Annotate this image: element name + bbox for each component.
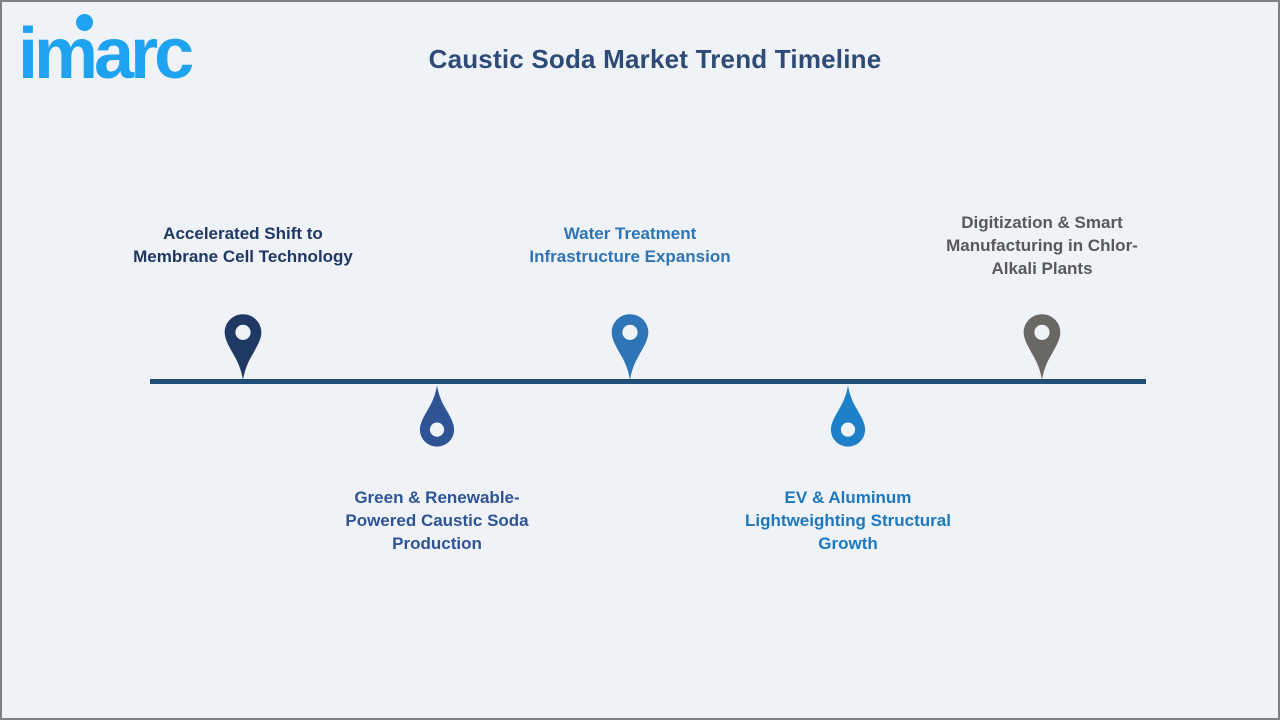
timeline-line <box>150 379 1146 384</box>
label-line: Production <box>392 534 482 553</box>
label-line: Accelerated Shift to <box>163 224 323 243</box>
milestone-label-digitization: Digitization & Smart Manufacturing in Ch… <box>922 211 1162 280</box>
map-pin-icon-digitization <box>1023 314 1061 380</box>
milestone-label-ev-aluminum: EV & Aluminum Lightweighting Structural … <box>718 486 978 555</box>
milestone-label-water-treatment: Water Treatment Infrastructure Expansion <box>490 222 770 268</box>
label-line: Alkali Plants <box>991 259 1093 278</box>
label-line: Digitization & Smart <box>961 213 1123 232</box>
logo-text: imarc <box>18 14 194 94</box>
label-line: Water Treatment <box>563 224 697 243</box>
logo-dot-icon <box>76 14 93 31</box>
label-line: Lightweighting Structural <box>745 511 951 530</box>
milestone-label-membrane-cell: Accelerated Shift to Membrane Cell Techn… <box>103 222 383 268</box>
label-line: Growth <box>818 534 878 553</box>
page-title: Caustic Soda Market Trend Timeline <box>428 44 882 74</box>
map-pin-inverted-icon-green-production <box>419 385 455 447</box>
map-pin-icon-membrane-cell <box>224 314 262 380</box>
map-pin-inverted-icon-ev-aluminum <box>830 385 866 447</box>
label-line: Powered Caustic Soda <box>345 511 529 530</box>
label-line: Green & Renewable- <box>354 488 520 507</box>
label-line: EV & Aluminum <box>784 488 912 507</box>
map-pin-icon-water-treatment <box>611 314 649 380</box>
label-line: Manufacturing in Chlor- <box>946 236 1138 255</box>
milestone-label-green-production: Green & Renewable- Powered Caustic Soda … <box>317 486 557 555</box>
label-line: Membrane Cell Technology <box>133 247 353 266</box>
label-line: Infrastructure Expansion <box>529 247 731 266</box>
imarc-logo: imarc <box>18 2 238 102</box>
